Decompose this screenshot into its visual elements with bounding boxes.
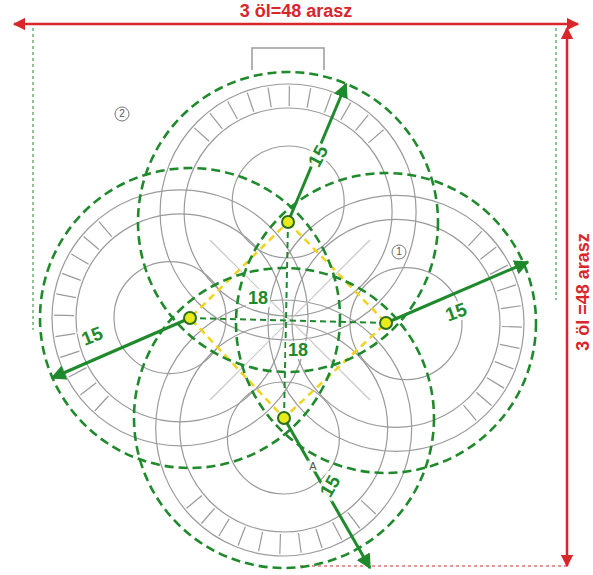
dimension-label: 3 öl =48 arasz	[574, 231, 592, 353]
dimension-lines	[14, 24, 578, 566]
radius-label: 15	[304, 140, 333, 171]
callout-number: 1	[391, 244, 407, 260]
church-plan	[52, 48, 524, 556]
callout-number: 2	[114, 106, 130, 122]
geometry-construction	[40, 72, 536, 568]
radius-label: 15	[315, 470, 344, 501]
distance-label: 18	[286, 341, 310, 359]
radius-label: 15	[77, 322, 107, 349]
radius-label: 15	[441, 299, 471, 325]
callout-circle: 2	[114, 106, 130, 122]
section-mark: A	[307, 461, 318, 472]
dimension-label: 3 öl=48 arasz	[238, 2, 355, 20]
distance-label: 18	[246, 289, 270, 307]
callout-circle: 1	[391, 244, 407, 260]
